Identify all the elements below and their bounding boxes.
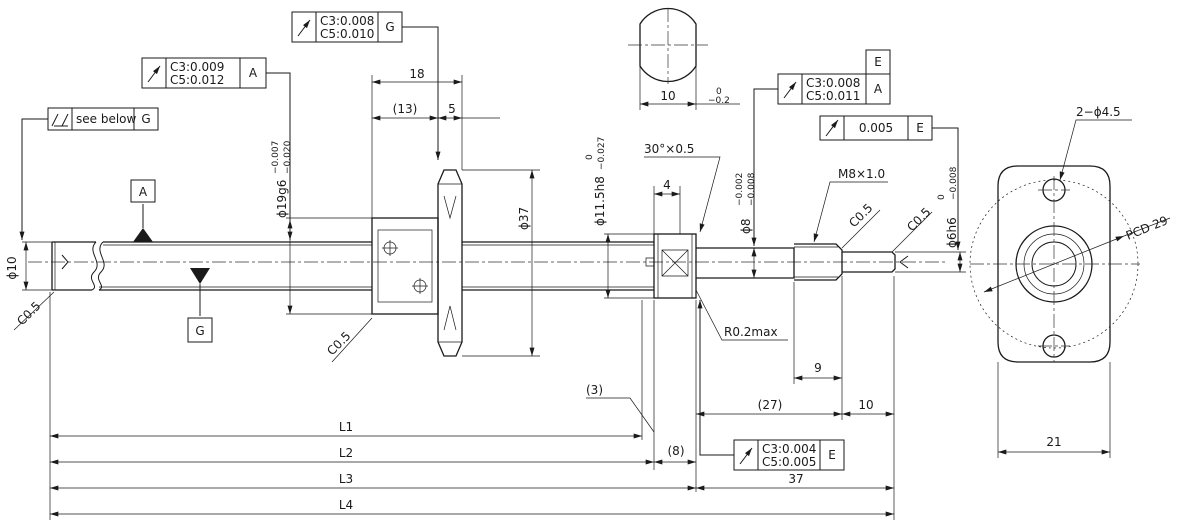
ball-nut-body (371, 217, 439, 315)
m8-thread (794, 243, 843, 281)
dim-d6h6-lower: −0.008 (949, 166, 959, 200)
runout-arrow-icon (147, 65, 161, 83)
dim-flat-upper: 0 (716, 87, 722, 97)
fcf-bottom-datum: E (828, 448, 836, 462)
fcf-end-face: 0.005 E (819, 115, 961, 251)
fcf-shaft-datum: A (249, 66, 258, 80)
fcf-total-note: see below (76, 112, 137, 126)
datum-e-label: E (874, 55, 882, 69)
flange-hole-hidden (443, 195, 457, 331)
dim-m8: M8×1.0 (838, 167, 885, 181)
fcf-shaft-runout: C3:0.009 C5:0.012 A (141, 57, 293, 241)
dim-d19g6-lower: −0.020 (283, 140, 293, 174)
flange-outline (997, 165, 1111, 363)
fcf-end-value: 0.005 (859, 121, 893, 135)
dim-37b: 37 (788, 472, 803, 486)
dim-5: 5 (448, 102, 456, 116)
dim-c05-left: C0.5 (14, 299, 43, 328)
fcf-nut-c3: C3:0.008 (320, 14, 374, 28)
bearing-journal (653, 233, 697, 299)
dim-d10: ϕ10 (5, 256, 19, 279)
fcf-bottom-face: C3:0.004 C5:0.005 E (697, 300, 845, 471)
shaft-8-section (696, 247, 795, 279)
fcf-nut-runout: C3:0.008 C5:0.010 G (291, 11, 441, 161)
dimensions: ϕ10 C0.5 ϕ19g6 −0.007 −0.020 18 (13) 5 ϕ… (5, 67, 966, 520)
dim-8p: (8) (668, 444, 685, 458)
datum-g-label: G (195, 324, 204, 338)
datum-g-box (187, 317, 213, 343)
fcf-bottom-c5: C5:0.005 (762, 455, 816, 469)
fcf-nut-c5: C5:0.010 (320, 27, 374, 41)
fcf-bottom-c3: C3:0.004 (762, 442, 816, 456)
dim-pcd: PCD 29 (1124, 213, 1170, 242)
dim-d8-upper: −0.002 (735, 173, 745, 206)
dim-d115-lower: −0.027 (597, 137, 607, 170)
journal-flat-mark (661, 249, 689, 277)
center-hole-left (61, 254, 69, 270)
total-runout-icon (51, 113, 69, 127)
dim-c05-end: C0.5 (904, 205, 933, 234)
dim-13: (13) (393, 102, 418, 116)
screw-thread-root-right (462, 244, 654, 288)
dim-4: 4 (663, 178, 671, 192)
dim-flat-lower: −0.2 (708, 96, 730, 106)
runout-arrow-icon (825, 119, 839, 137)
dim-3: (3) (586, 383, 603, 397)
dim-l4: L4 (339, 498, 353, 512)
flange-end-view: 2−ϕ4.5 PCD 29 21 (969, 105, 1171, 458)
datum-g-triangle (190, 268, 210, 284)
flat-section-view: 10 0 −0.2 (628, 7, 740, 110)
dim-27: (27) (758, 398, 783, 412)
fcf-nut-datum: G (385, 20, 394, 34)
runout-arrow-icon (297, 19, 311, 37)
dim-flat10: 10 (660, 89, 675, 103)
dim-18: 18 (409, 67, 424, 81)
dim-l3: L3 (339, 472, 353, 486)
dim-d115: ϕ11.5h8 (593, 176, 607, 226)
screw-thread-root (99, 244, 372, 288)
dim-c05-thread: C0.5 (846, 201, 875, 230)
dim-d8-lower: −0.008 (747, 172, 757, 206)
fcf-shaft-c5: C5:0.012 (170, 73, 224, 87)
ball-nut-inner (377, 229, 433, 303)
dim-r02: R0.2max (724, 325, 778, 339)
datum-a-label: A (139, 185, 148, 199)
dim-w21: 21 (1046, 435, 1061, 449)
fcf-shaft-c3: C3:0.009 (170, 60, 224, 74)
dim-d6h6-upper: 0 (937, 194, 947, 200)
dim-d19g6-upper: −0.007 (271, 141, 281, 174)
fcf-journal-c3: C3:0.008 (806, 76, 860, 90)
nut-flange (437, 169, 463, 357)
dim-d19g6: ϕ19g6 (275, 180, 289, 218)
dim-chamfer30: 30°×0.5 (644, 142, 694, 156)
dim-holes: 2−ϕ4.5 (1076, 105, 1121, 119)
datum-a-triangle (133, 228, 153, 242)
runout-arrow-icon (739, 447, 753, 465)
shaft-6-end (842, 251, 896, 273)
dim-d8: ϕ8 (739, 218, 753, 234)
fcf-total-runout: see below G (19, 107, 159, 241)
screw-shaft-outline-right (462, 241, 654, 291)
shaft-left-end (51, 241, 96, 291)
screw-shaft-outline (99, 241, 372, 291)
fcf-end-datum: E (916, 121, 924, 135)
shaft-side-view: A G (28, 169, 945, 357)
dim-10b: 10 (858, 398, 873, 412)
fcf-journal-runout: E C3:0.008 C5:0.011 A (751, 49, 891, 247)
dim-d37: ϕ37 (517, 207, 531, 230)
dim-d115-upper: 0 (585, 154, 595, 160)
dim-l2: L2 (339, 446, 353, 460)
datum-a-box (130, 179, 156, 203)
dim-l1: L1 (339, 420, 353, 434)
center-hole-right (899, 255, 909, 269)
dim-9: 9 (814, 361, 822, 375)
break-line-right (97, 241, 105, 291)
fcf-total-datum: G (141, 112, 150, 126)
break-line-left (90, 241, 98, 291)
dim-d6h6: ϕ6h6 (945, 217, 959, 248)
runout-arrow-icon (783, 81, 797, 99)
fcf-journal-datum: A (874, 82, 883, 96)
fcf-journal-c5: C5:0.011 (806, 89, 860, 103)
